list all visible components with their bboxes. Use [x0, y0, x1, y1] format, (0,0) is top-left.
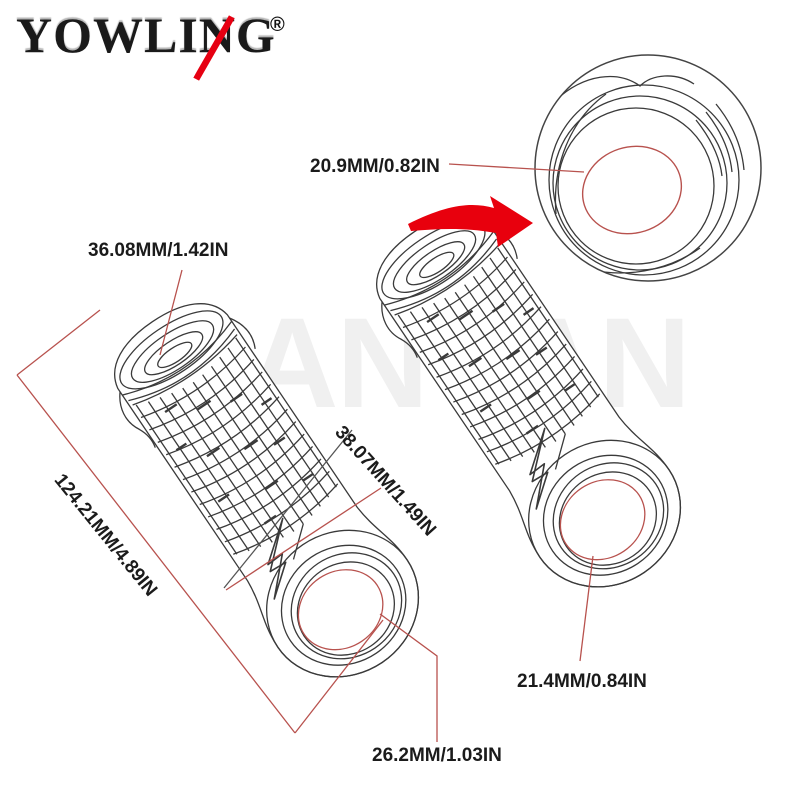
zoom-detail-circle	[534, 54, 762, 282]
dimension-label-left-flange: 36.08MM/1.42IN	[88, 240, 229, 261]
dimension-label-left-end-inner: 26.2MM/1.03IN	[372, 745, 502, 766]
dimension-label-zoom-end-outer: 20.9MM/0.82IN	[310, 156, 440, 177]
registered-trademark-symbol: ®	[270, 14, 285, 36]
dimension-label-right-end-inner: 21.4MM/0.84IN	[517, 671, 647, 692]
brand-logo: YOWLING ®	[16, 8, 316, 88]
zoom-arrow-icon	[408, 196, 533, 247]
dimension-lines	[16, 163, 594, 742]
